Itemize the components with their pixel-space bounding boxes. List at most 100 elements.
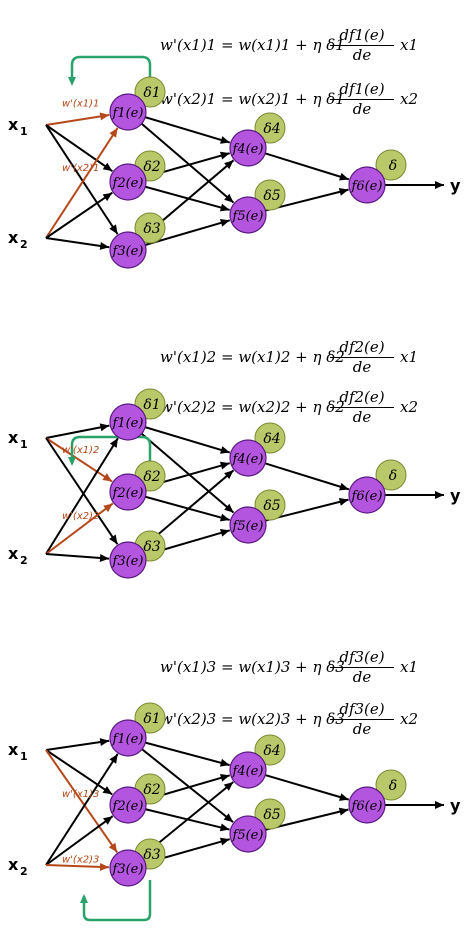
neuron-2 (109, 163, 147, 201)
edge-f4-f6-head (339, 793, 349, 801)
equation-3-2: w'(x2)3 = w(x2)3 + η δ3 df3(e)de x2 (160, 700, 419, 738)
edge-f3-f4-head (223, 782, 234, 791)
input-x1-label: x (8, 115, 19, 134)
edge-f2-f4-head (220, 774, 230, 782)
edge-f1-f5-head (224, 503, 234, 513)
edge-f4-f6-head (339, 172, 349, 181)
neuron-5 (229, 815, 267, 853)
neuron-6 (348, 476, 386, 514)
delta-3 (134, 212, 166, 244)
neuron-label-2: f2(e) (112, 176, 144, 191)
neuron-5 (229, 196, 267, 234)
edge-x2-f1 (45, 127, 119, 239)
edge-x1-f1-head (99, 738, 110, 747)
neuron-label-6: f6(e) (351, 489, 383, 504)
edge-x2-f3-head (99, 241, 110, 250)
neuron-label-5: f5(e) (232, 828, 264, 843)
edge-x1-f3 (45, 124, 119, 235)
edge-f2-f5-head (219, 513, 230, 522)
edge-x2-f2-head (103, 503, 113, 513)
neuron-label-5: f5(e) (232, 519, 264, 534)
edge-x1-f1-head (99, 423, 110, 432)
feedback-loop-head (68, 457, 76, 466)
neuron-label-3: f3(e) (112, 554, 144, 569)
equation-2-2: w'(x2)2 = w(x2)2 + η δ2 df2(e)de x2 (160, 388, 419, 426)
neuron-1 (109, 719, 147, 757)
delta-label-6: δ (389, 158, 397, 174)
edge-x1-f1 (45, 424, 110, 439)
edge-f1-f5-head (223, 813, 234, 823)
edge-x2-f2 (45, 191, 113, 239)
delta-5 (254, 179, 286, 211)
neuron-label-2: f2(e) (112, 799, 144, 814)
edge-x2-f2-head (103, 816, 113, 825)
edge-f3-f5-head (219, 837, 230, 846)
weight-label-1: w'(x1)1 (62, 99, 99, 110)
input-x2-sub: 2 (20, 865, 28, 878)
feedback-loop-head (80, 894, 88, 903)
input-x1-sub: 1 (20, 750, 28, 763)
edge-x2-f1 (45, 437, 119, 555)
edge-x2-f3-head (99, 553, 110, 562)
edge-f5-f6-head (338, 497, 349, 506)
input-x1-sub: 1 (20, 125, 28, 138)
edge-f1-f4-head (220, 136, 230, 144)
input-x2-label: x (8, 855, 19, 874)
edge-x1-f1 (45, 113, 110, 126)
edge-f1-f5 (127, 737, 234, 823)
neuron-label-1: f1(e) (112, 732, 144, 747)
delta-label-5: δ5 (263, 188, 280, 204)
neuron-6 (348, 166, 386, 204)
edge-f5-f6-head (338, 187, 349, 196)
edge-x1-f3-head (109, 224, 118, 235)
diagram-section-3: w'(x1)3 = w(x1)3 + η δ3 df3(e)de x1 w'(x… (0, 620, 474, 930)
edge-output-head (435, 491, 444, 499)
neuron-3 (109, 849, 147, 887)
neuron-1 (109, 93, 147, 131)
delta-label-6: δ (389, 468, 397, 484)
edge-x1-f2 (45, 124, 113, 172)
edge-f3-f5-head (220, 529, 230, 537)
edge-f1-f5 (127, 111, 235, 204)
edge-x2-f2 (45, 815, 114, 866)
delta-6 (375, 769, 407, 801)
neuron-label-4: f4(e) (232, 452, 264, 467)
edge-x2-f2-head (102, 192, 113, 202)
equation-1-1: w'(x1)1 = w(x1)1 + η δ1 df1(e)de x1 (160, 26, 419, 64)
delta-label-3: δ3 (143, 221, 160, 237)
neuron-2 (109, 786, 147, 824)
edge-f4-f6-head (339, 482, 349, 491)
output-y-label: y (450, 796, 461, 815)
delta-label-2: δ2 (143, 469, 160, 485)
weight-label-2: w'(x2)2 (62, 511, 99, 522)
edge-x1-f3 (45, 749, 118, 853)
edge-f2-f5-head (219, 823, 230, 832)
edge-x1-f2-head (102, 786, 113, 795)
neuron-4 (229, 129, 267, 167)
edge-x2-f1 (45, 753, 119, 866)
delta-label-3: δ3 (143, 539, 160, 555)
edge-f1-f4-head (219, 758, 230, 767)
input-x1-label: x (8, 428, 19, 447)
delta-4 (254, 112, 286, 144)
edge-output-head (435, 181, 444, 189)
delta-label-2: δ2 (143, 782, 160, 798)
edge-x1-f3-head (108, 842, 118, 853)
edge-f5-f6-head (338, 807, 349, 816)
delta-4 (254, 422, 286, 454)
neuron-label-3: f3(e) (112, 244, 144, 259)
delta-label-4: δ4 (263, 431, 280, 447)
neuron-5 (229, 506, 267, 544)
edge-x1-f3-head (109, 534, 118, 545)
neuron-label-5: f5(e) (232, 209, 264, 224)
edge-x2-f3 (45, 553, 110, 560)
feedback-loop (82, 880, 152, 922)
edge-x2-f3-head (99, 862, 110, 871)
input-x2-sub: 2 (20, 554, 28, 567)
edge-x1-f3 (45, 437, 119, 545)
edge-x2-f3 (45, 864, 110, 869)
edge-f3-f4-head (224, 470, 234, 480)
input-x2-label: x (8, 544, 19, 563)
neuron-label-4: f4(e) (232, 142, 264, 157)
delta-label-1: δ1 (143, 711, 160, 727)
